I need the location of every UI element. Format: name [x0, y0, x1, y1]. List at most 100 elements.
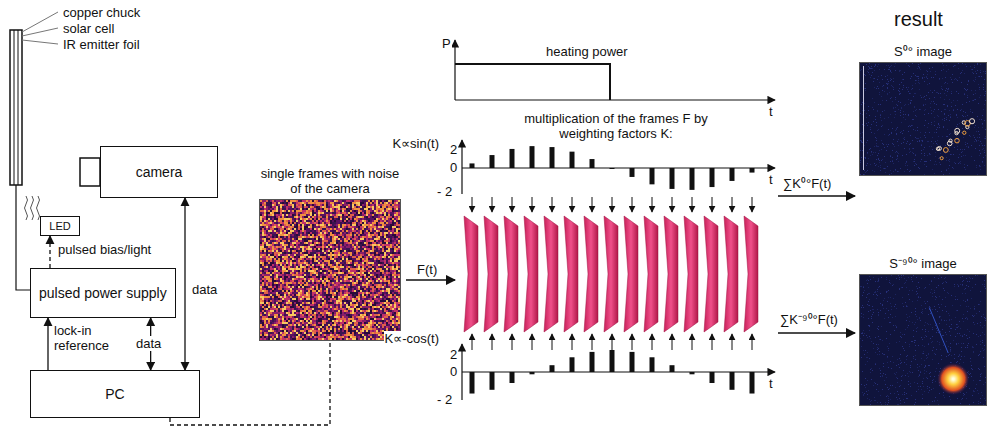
weight-bar	[510, 149, 515, 168]
annotation: t	[768, 104, 774, 119]
connector	[47, 318, 48, 370]
bias-wire	[16, 185, 30, 290]
weight-arrow	[732, 197, 733, 212]
camera-frame	[564, 216, 578, 332]
camera-frame	[704, 216, 718, 332]
camera-frame	[604, 216, 618, 332]
annotation: copper chuck	[62, 5, 141, 20]
annotation: K∝sin(t)	[391, 136, 440, 151]
connector-label: data	[191, 282, 218, 297]
weight-arrow	[532, 197, 533, 212]
weight-arrow	[572, 334, 573, 350]
image-canvas	[860, 275, 986, 405]
weight-arrow	[572, 197, 573, 212]
connector-label: lock-in reference	[53, 323, 125, 353]
camera-frame	[684, 216, 698, 332]
camera-frame	[544, 216, 558, 332]
weight-bar	[530, 146, 535, 168]
weight-arrow	[512, 197, 513, 212]
connector	[49, 236, 50, 268]
weight-arrow	[652, 334, 653, 350]
camera-frame	[504, 216, 518, 332]
weight-bar	[710, 372, 715, 383]
weight-bar	[690, 372, 695, 374]
connector	[184, 198, 185, 370]
weight-bar	[690, 168, 695, 190]
light-wave	[25, 196, 40, 220]
weight-bar	[610, 168, 615, 169]
weight-bar	[730, 168, 735, 181]
annotation: K∝-cos(t)	[384, 331, 441, 346]
image-panel: S⁻⁹⁰° image	[858, 256, 988, 406]
weight-bar	[570, 152, 575, 168]
annotation: 2	[449, 142, 458, 157]
weight-arrow	[612, 197, 613, 212]
weight-bar	[590, 352, 595, 372]
image-heading: S⁻⁹⁰° image	[858, 256, 988, 271]
weight-arrow	[732, 334, 733, 350]
annotation: P	[441, 36, 452, 51]
connector-label: data	[135, 336, 162, 351]
camera-frame	[624, 216, 638, 332]
weight-bar	[590, 159, 595, 168]
box-label: LED	[49, 220, 70, 232]
signal-arrow	[406, 279, 455, 281]
weight-bar	[490, 372, 495, 390]
sample-stack	[10, 30, 22, 185]
camera-frame	[524, 216, 538, 332]
annotation: solar cell	[62, 21, 115, 36]
weight-arrow	[532, 334, 533, 350]
camera-lens	[80, 158, 100, 186]
weight-arrow	[712, 334, 713, 350]
weight-arrow	[552, 334, 553, 350]
box-label: PC	[105, 386, 124, 402]
weight-arrow	[632, 197, 633, 212]
annotation: - 2	[436, 184, 453, 199]
weight-arrow	[612, 334, 613, 350]
weight-bar	[510, 372, 515, 383]
weight-bar	[730, 372, 735, 390]
weight-bar	[630, 168, 635, 177]
weight-arrow	[512, 334, 513, 350]
weight-bar	[550, 365, 555, 372]
image-canvas	[860, 63, 986, 175]
image-heading: S⁰° image	[858, 44, 988, 59]
annotation: heating power	[545, 44, 629, 59]
weight-bar	[470, 163, 475, 168]
weight-bar	[710, 168, 715, 187]
annotation: F(t)	[416, 262, 438, 277]
camera-frame	[484, 216, 498, 332]
weight-arrow	[652, 197, 653, 212]
weight-bar	[630, 352, 635, 372]
camera-frame	[724, 216, 738, 332]
camera-frame	[644, 216, 658, 332]
annotation: ∑K⁰°F(t)	[782, 176, 832, 191]
annotation: 0	[449, 160, 458, 175]
weight-bar	[550, 147, 555, 168]
heating-power-plot	[455, 40, 775, 100]
result-arrow	[778, 195, 855, 197]
annotation: IR emitter foil	[62, 37, 141, 52]
weight-bar	[650, 168, 655, 184]
image-canvas	[260, 200, 400, 340]
weight-arrow	[672, 197, 673, 212]
annotation: 0	[449, 364, 458, 379]
box-label: pulsed power supply	[39, 285, 167, 301]
led: LED	[40, 216, 80, 236]
weight-arrow	[632, 334, 633, 350]
weight-arrow	[692, 197, 693, 212]
weight-bar	[470, 372, 475, 394]
annotation: ∑K⁻⁹⁰°F(t)	[779, 312, 839, 327]
leader-line	[22, 12, 58, 44]
weight-arrow	[492, 197, 493, 212]
s0-image	[859, 62, 987, 176]
image-panel: single frames with noise of the camera	[255, 166, 405, 341]
weight-bar	[750, 372, 755, 394]
annotation: t	[768, 376, 774, 391]
noise-image	[259, 199, 401, 341]
weight-arrow	[692, 334, 693, 350]
s90-image	[859, 274, 987, 406]
annotation: 2	[449, 347, 458, 362]
weight-arrow	[752, 197, 753, 212]
